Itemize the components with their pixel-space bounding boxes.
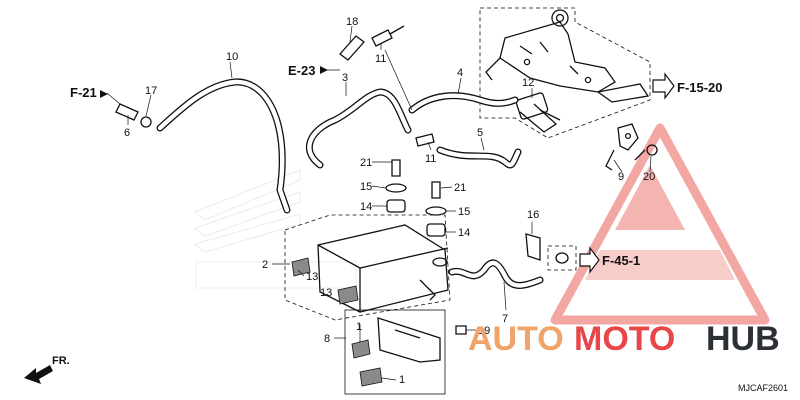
hose-joint-lower — [415, 133, 435, 147]
purge-hose-5 — [436, 146, 522, 169]
bracket-detail-frame — [479, 7, 651, 139]
callout-21-right: 21 — [454, 182, 466, 194]
callout-9: 9 — [618, 171, 624, 183]
background-wing-logo — [193, 169, 357, 289]
stay-rubber-lower — [359, 367, 383, 387]
callout-17: 17 — [145, 85, 157, 97]
callout-13-upper: 13 — [306, 271, 318, 283]
stay-detail-frame — [344, 309, 446, 395]
purge-hose-3 — [305, 88, 412, 169]
callout-15-right: 15 — [458, 206, 470, 218]
callout-3: 3 — [342, 72, 348, 84]
tube-end-fitting — [555, 252, 569, 264]
brand-word-auto: AUTO — [468, 320, 564, 358]
reference-f-21: F-21 — [70, 85, 97, 100]
callout-11-lower: 11 — [425, 153, 436, 165]
evap-canister — [317, 224, 449, 313]
callout-19: 19 — [478, 325, 490, 337]
stay-bolt-part — [455, 325, 467, 335]
canister-stay-bracket — [377, 317, 441, 363]
callout-8: 8 — [324, 333, 330, 345]
callout-16: 16 — [527, 209, 539, 221]
reference-e-23: E-23 — [288, 63, 315, 78]
callout-12: 12 — [522, 77, 534, 89]
reference-arrow-f-45-1-icon — [579, 246, 600, 274]
purge-solenoid-valve — [515, 92, 561, 133]
stay-rubber-upper — [351, 339, 371, 359]
front-direction-arrow-icon — [24, 365, 53, 384]
callout-7: 7 — [502, 313, 508, 325]
breather-tube-10 — [156, 78, 291, 214]
callout-15-left: 15 — [360, 181, 372, 193]
callout-18: 18 — [346, 16, 358, 28]
callout-21-left: 21 — [360, 157, 372, 169]
mount-stack-left — [385, 159, 407, 213]
reference-arrow-f-15-20-icon — [652, 72, 675, 100]
callout-4: 4 — [457, 67, 463, 79]
canister-pad-lower — [337, 285, 359, 305]
callout-20: 20 — [643, 171, 655, 183]
callout-10: 10 — [226, 51, 238, 63]
front-direction-label: FR. — [52, 355, 70, 367]
tube-clip-part — [525, 233, 541, 261]
callout-1-lower: 1 — [399, 374, 405, 386]
clamp-bracket-part — [605, 123, 639, 171]
hose-joint-upper — [371, 25, 405, 47]
drain-tube-7 — [448, 259, 544, 289]
callout-1-upper: 1 — [356, 321, 362, 333]
reference-arrow-f-21-icon — [100, 90, 108, 98]
callout-14-left: 14 — [360, 201, 372, 213]
flange-bolt-part — [634, 144, 658, 161]
callout-2: 2 — [262, 259, 268, 271]
callout-13-lower: 13 — [320, 287, 332, 299]
callout-6: 6 — [124, 127, 130, 139]
brand-word-moto: MOTO — [574, 320, 675, 358]
mounting-bracket-assembly — [485, 9, 650, 103]
callout-5: 5 — [477, 127, 483, 139]
canister-pad-upper — [291, 257, 311, 277]
callout-14-right: 14 — [458, 227, 470, 239]
reference-arrow-e-23-icon — [320, 66, 328, 74]
rubber-sleeve-part — [339, 35, 365, 61]
tube-joint-fitting — [115, 103, 152, 128]
diagram-code: MJCAF2601 — [738, 383, 788, 393]
callout-11-upper: 11 — [375, 53, 386, 65]
canister-detail-frame — [284, 214, 451, 321]
brand-word-hub: HUB — [706, 320, 780, 358]
connection-detail-box — [547, 245, 577, 271]
reference-f-15-20: F-15-20 — [677, 80, 723, 95]
reference-f-45-1: F-45-1 — [602, 253, 640, 268]
triangle-watermark-icon — [550, 123, 770, 325]
purge-hose-4 — [408, 92, 519, 114]
mount-stack-right — [425, 181, 447, 237]
